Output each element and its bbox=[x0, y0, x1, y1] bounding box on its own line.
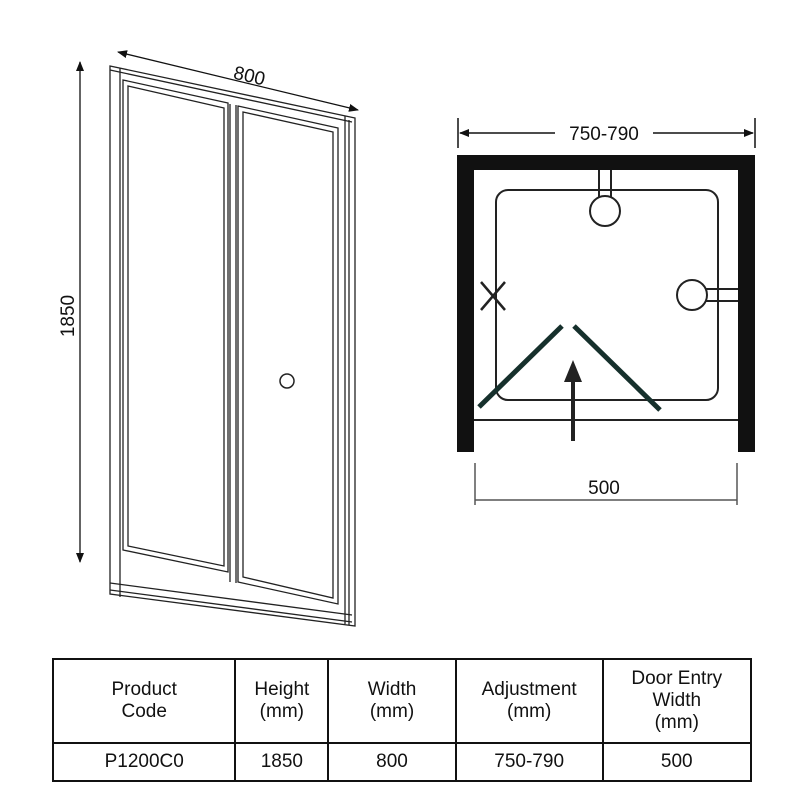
entry-width-label: 500 bbox=[588, 478, 620, 499]
header-adjustment: Adjustment(mm) bbox=[454, 658, 604, 744]
bifold-door-right-leaf bbox=[572, 324, 662, 412]
cell-width: 800 bbox=[327, 742, 457, 782]
back-wall bbox=[457, 155, 755, 170]
door-handle-icon bbox=[279, 373, 295, 389]
plan-view bbox=[457, 118, 756, 505]
header-height: Height(mm) bbox=[234, 658, 330, 744]
door-height-label: 1850 bbox=[58, 295, 79, 337]
shower-tray bbox=[495, 189, 719, 401]
header-width: Width(mm) bbox=[327, 658, 457, 744]
cell-height: 1850 bbox=[234, 742, 330, 782]
cell-adjustment: 750-790 bbox=[454, 742, 604, 782]
valve-icon bbox=[676, 279, 708, 311]
width-dimension-line bbox=[117, 50, 359, 112]
right-wall bbox=[738, 155, 755, 452]
valve-icon bbox=[589, 195, 621, 227]
cell-product-code: P1200C0 bbox=[51, 742, 237, 782]
adjustment-label: 750-790 bbox=[569, 124, 639, 145]
entry-arrow-icon bbox=[564, 360, 582, 382]
bifold-door-left-leaf bbox=[477, 324, 564, 409]
left-wall bbox=[457, 155, 474, 452]
table-row: P1200C0 1850 800 750-790 500 bbox=[51, 742, 753, 782]
door-elevation bbox=[76, 50, 359, 627]
cell-door-entry-width: 500 bbox=[601, 742, 753, 782]
door-width-label: 800 bbox=[231, 63, 267, 91]
